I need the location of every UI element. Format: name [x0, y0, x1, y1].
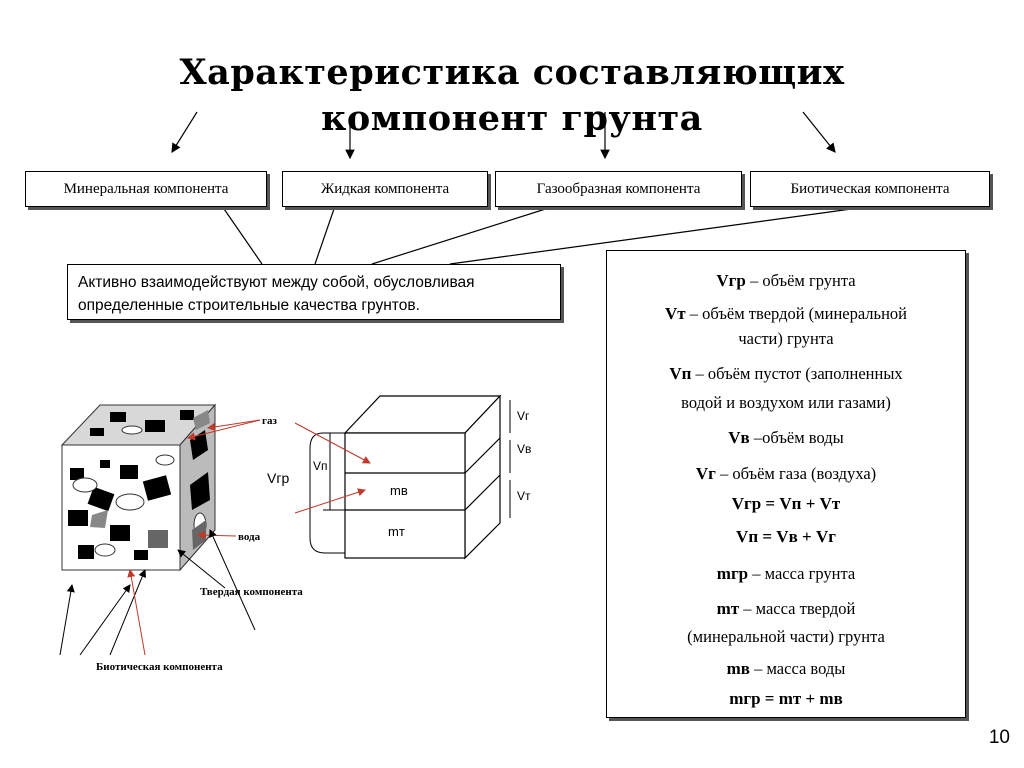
connector-4 [449, 205, 874, 265]
interaction-text-line-2: определенные строительные качества грунт… [78, 297, 420, 314]
interaction-text-line-1: Активно взаимодействуют между собой, обу… [78, 274, 475, 291]
legend-formula-1: Vгр = Vп + Vт [731, 494, 841, 513]
legend-line-2: Vт – объём твердой (минеральной [665, 304, 907, 323]
legend-line-3: части) грунта [738, 329, 834, 348]
gas-component-box: Газообразная компонента [495, 171, 742, 207]
water-label: вода [238, 531, 261, 543]
legend-line-4: Vп – объём пустот (заполненных [669, 364, 903, 383]
water-arrow [197, 531, 237, 540]
solid-arrow [209, 529, 256, 631]
legend-line-1: Vгр – объём грунта [716, 271, 856, 290]
title-line-2: компонент грунта [321, 98, 703, 139]
symbol-v-g: Vг [517, 409, 530, 423]
interaction-description-box: Активно взаимодействуют между собой, обу… [67, 264, 561, 320]
page-number: 10 [988, 727, 1010, 748]
legend-line-7: Vг – объём газа (воздуха) [695, 464, 877, 483]
symbol-v-p: Vп [313, 459, 328, 473]
connector-2 [314, 205, 336, 265]
biotic-component-label: Биотическая компонента [790, 180, 950, 197]
title-arrow-4 [802, 111, 836, 153]
legend-formula-3: mгр = mт + mв [729, 689, 843, 708]
biotic-label: Биотическая компонента [96, 661, 223, 673]
legend-line-6: Vв –объём воды [728, 428, 844, 447]
biotic-component-box: Биотическая компонента [750, 171, 990, 207]
title-line-1: Характеристика составляющих [179, 52, 845, 93]
symbol-v-t: Vт [517, 489, 531, 503]
phase-block-diagram: Vгр Vп mв mт Vг Vв Vт [267, 394, 531, 560]
liquid-component-box: Жидкая компонента [282, 171, 488, 207]
legend-line-5: водой и воздухом или газами) [681, 393, 891, 412]
solid-label: Твердая компонента [200, 586, 303, 598]
soil-cube [60, 403, 217, 572]
legend-line-12: (минеральной части) грунта [687, 627, 885, 646]
connector-1 [221, 205, 263, 265]
soil-diagram: газ вода Твердая компонента Биотическая … [59, 403, 303, 673]
legend-formula-2: Vп = Vв + Vг [736, 527, 836, 546]
symbol-m-v: mв [390, 483, 408, 498]
mineral-component-label: Минеральная компонента [63, 180, 229, 197]
biotic-arrow-4 [127, 569, 146, 656]
symbol-v-v: Vв [517, 442, 531, 456]
mineral-component-box: Минеральная компонента [25, 171, 267, 207]
slide-title: Характеристика составляющих компонент гр… [0, 50, 1024, 142]
biotic-arrow-2 [79, 584, 131, 656]
legend-line-11: mт – масса твердой [716, 599, 856, 618]
symbol-m-t: mт [388, 524, 405, 539]
connector-3 [371, 205, 556, 265]
gas-label: газ [262, 415, 277, 427]
symbol-v-gr: Vгр [267, 470, 289, 486]
biotic-arrow-3 [109, 569, 147, 656]
solid-arrow-2 [177, 549, 226, 589]
gas-arrow [207, 419, 261, 431]
title-arrow-1 [171, 111, 198, 154]
biotic-arrow-1 [59, 584, 75, 656]
legend-line-13: mв – масса воды [726, 659, 846, 678]
legend-box: Vгр – объём грунта Vт – объём твердой (м… [606, 250, 966, 718]
legend-line-10: mгр – масса грунта [716, 564, 856, 583]
liquid-component-label: Жидкая компонента [320, 180, 450, 197]
gas-arrow-2 [187, 419, 261, 441]
gas-component-label: Газообразная компонента [536, 180, 701, 197]
